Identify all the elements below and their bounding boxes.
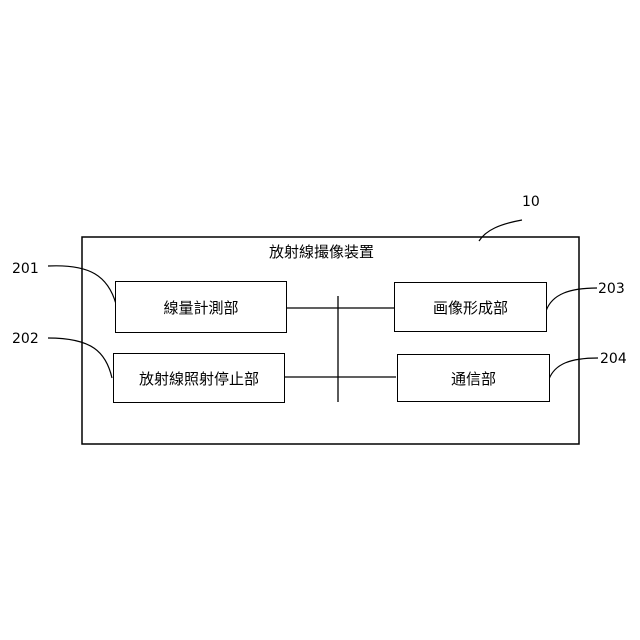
block-dose-measurement: 線量計測部 — [115, 281, 287, 333]
block-label: 放射線照射停止部 — [139, 368, 259, 389]
ref-label-10: 10 — [522, 195, 540, 209]
ref-label-204: 204 — [600, 352, 627, 366]
block-irradiation-stop: 放射線照射停止部 — [113, 353, 285, 403]
block-label: 通信部 — [451, 368, 496, 389]
device-frame — [82, 237, 579, 444]
leader-204 — [549, 358, 598, 379]
leader-10 — [479, 220, 522, 241]
block-label: 線量計測部 — [163, 297, 238, 318]
block-label: 画像形成部 — [433, 297, 508, 318]
leader-201 — [48, 266, 116, 304]
leader-203 — [546, 288, 597, 311]
ref-label-203: 203 — [598, 282, 625, 296]
block-image-formation: 画像形成部 — [394, 282, 547, 332]
ref-label-202: 202 — [12, 332, 39, 346]
ref-label-201: 201 — [12, 262, 39, 276]
leader-202 — [48, 338, 112, 378]
device-title: 放射線撮像装置 — [269, 245, 374, 260]
block-communication: 通信部 — [397, 354, 550, 402]
